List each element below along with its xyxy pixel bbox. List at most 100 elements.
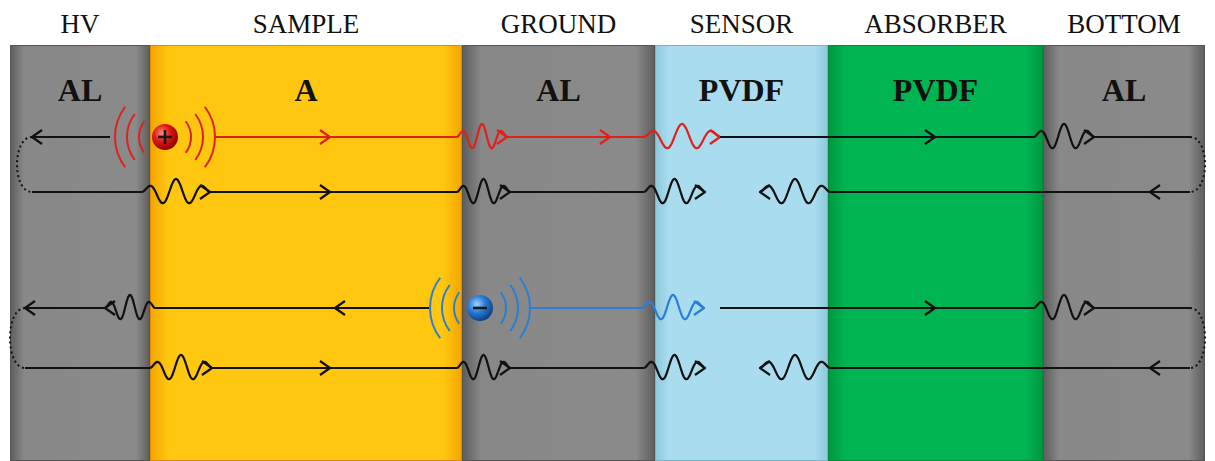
layer-heading: SAMPLE: [150, 0, 462, 45]
layer-heading: BOTTOM: [1043, 0, 1205, 45]
arrow-head: [320, 130, 330, 144]
arrow-head: [695, 361, 705, 375]
acoustic-wave: [457, 355, 510, 379]
acoustic-wave: [642, 295, 704, 319]
propagation-line: [1094, 136, 1190, 138]
acoustic-wave: [142, 179, 210, 203]
propagation-line: [510, 191, 644, 193]
layer-heading: ABSORBER: [828, 0, 1043, 45]
emission-arc: [195, 114, 203, 160]
propagation-line: [212, 367, 457, 369]
arrow-head: [1084, 130, 1094, 144]
layer-heading: HV: [10, 0, 150, 45]
arrow-head: [202, 361, 212, 375]
acoustic-wave: [644, 179, 705, 203]
propagation-line: [510, 367, 644, 369]
propagation-line: [25, 307, 105, 309]
arrow-head: [1084, 301, 1094, 315]
propagation-line: [155, 307, 430, 309]
acoustic-wave: [644, 124, 720, 148]
acoustic-wave: [457, 179, 510, 203]
space-charge: [467, 295, 493, 321]
layer-band: HV AL: [10, 0, 150, 461]
layer-fill: AL: [10, 45, 150, 461]
propagation-line: [216, 136, 457, 138]
propagation-line: [530, 307, 642, 309]
propagation-line: [720, 136, 1034, 138]
emission-arc: [186, 121, 191, 152]
emission-arc: [442, 285, 450, 331]
emission-arc: [115, 107, 125, 168]
charge-sign: [158, 136, 172, 139]
layer-fill: PVDF: [655, 45, 828, 461]
reflection-path: [10, 308, 25, 368]
material-label: AL: [10, 72, 150, 108]
layer-band: ABSORBER PVDF: [828, 0, 1043, 461]
layer-fill: AL: [1043, 45, 1205, 461]
propagation-line: [25, 367, 150, 369]
acoustic-wave: [644, 355, 705, 379]
arrow-head: [695, 185, 705, 199]
acoustic-wave: [457, 124, 507, 148]
emission-arc: [430, 278, 440, 339]
acoustic-wave: [760, 355, 830, 379]
layer-band: GROUND AL: [462, 0, 655, 461]
emission-arc: [454, 292, 459, 323]
layer-heading: GROUND: [462, 0, 655, 45]
arrow-head: [600, 130, 610, 144]
reflection-path: [17, 137, 32, 192]
arrow-head: [335, 301, 345, 315]
layer-band: BOTTOM AL: [1043, 0, 1205, 461]
arrow-head: [320, 361, 330, 375]
arrow-head: [32, 130, 42, 144]
acoustic-wave: [105, 295, 155, 319]
emission-arc: [139, 121, 144, 152]
propagation-line: [32, 191, 142, 193]
emission-arc: [520, 278, 530, 339]
layer-fill: A: [150, 45, 462, 461]
arrow-head: [925, 301, 935, 315]
propagation-line: [830, 191, 1190, 193]
arrow-head: [500, 185, 510, 199]
propagation-line: [830, 367, 1190, 369]
acoustic-wave: [1034, 124, 1094, 148]
charge-sign: [164, 130, 167, 144]
emission-arc: [510, 285, 518, 331]
propagation-line: [32, 136, 110, 138]
material-label: AL: [462, 72, 655, 108]
reflection-path: [1190, 308, 1205, 368]
material-label: A: [150, 72, 462, 108]
arrow-head: [200, 185, 210, 199]
material-label: AL: [1043, 72, 1205, 108]
arrow-head: [500, 361, 510, 375]
material-label: PVDF: [655, 72, 828, 108]
propagation-line: [720, 307, 1034, 309]
acoustic-wave: [760, 179, 830, 203]
layer-band: SAMPLE A: [150, 0, 462, 461]
wave-paths: [10, 107, 1205, 379]
arrow-head: [497, 130, 507, 144]
reflection-path: [1190, 137, 1205, 192]
arrow-head: [760, 185, 770, 199]
layer-fill: AL: [462, 45, 655, 461]
emission-arc: [205, 107, 215, 168]
arrow-head: [320, 185, 330, 199]
propagation-line: [1094, 307, 1190, 309]
arrow-head: [710, 130, 720, 144]
layer-fill: PVDF: [828, 45, 1043, 461]
acoustic-wave: [1034, 295, 1094, 319]
charge-sign: [473, 307, 487, 310]
material-label: PVDF: [828, 72, 1043, 108]
arrow-head: [105, 301, 115, 315]
propagation-line: [210, 191, 457, 193]
acoustic-wave: [150, 355, 212, 379]
arrow-head: [1150, 185, 1160, 199]
arrow-head: [760, 361, 770, 375]
layer-band: SENSOR PVDF: [655, 0, 828, 461]
layer-heading: SENSOR: [655, 0, 828, 45]
space-charge: [152, 124, 178, 150]
arrow-head: [694, 301, 704, 315]
